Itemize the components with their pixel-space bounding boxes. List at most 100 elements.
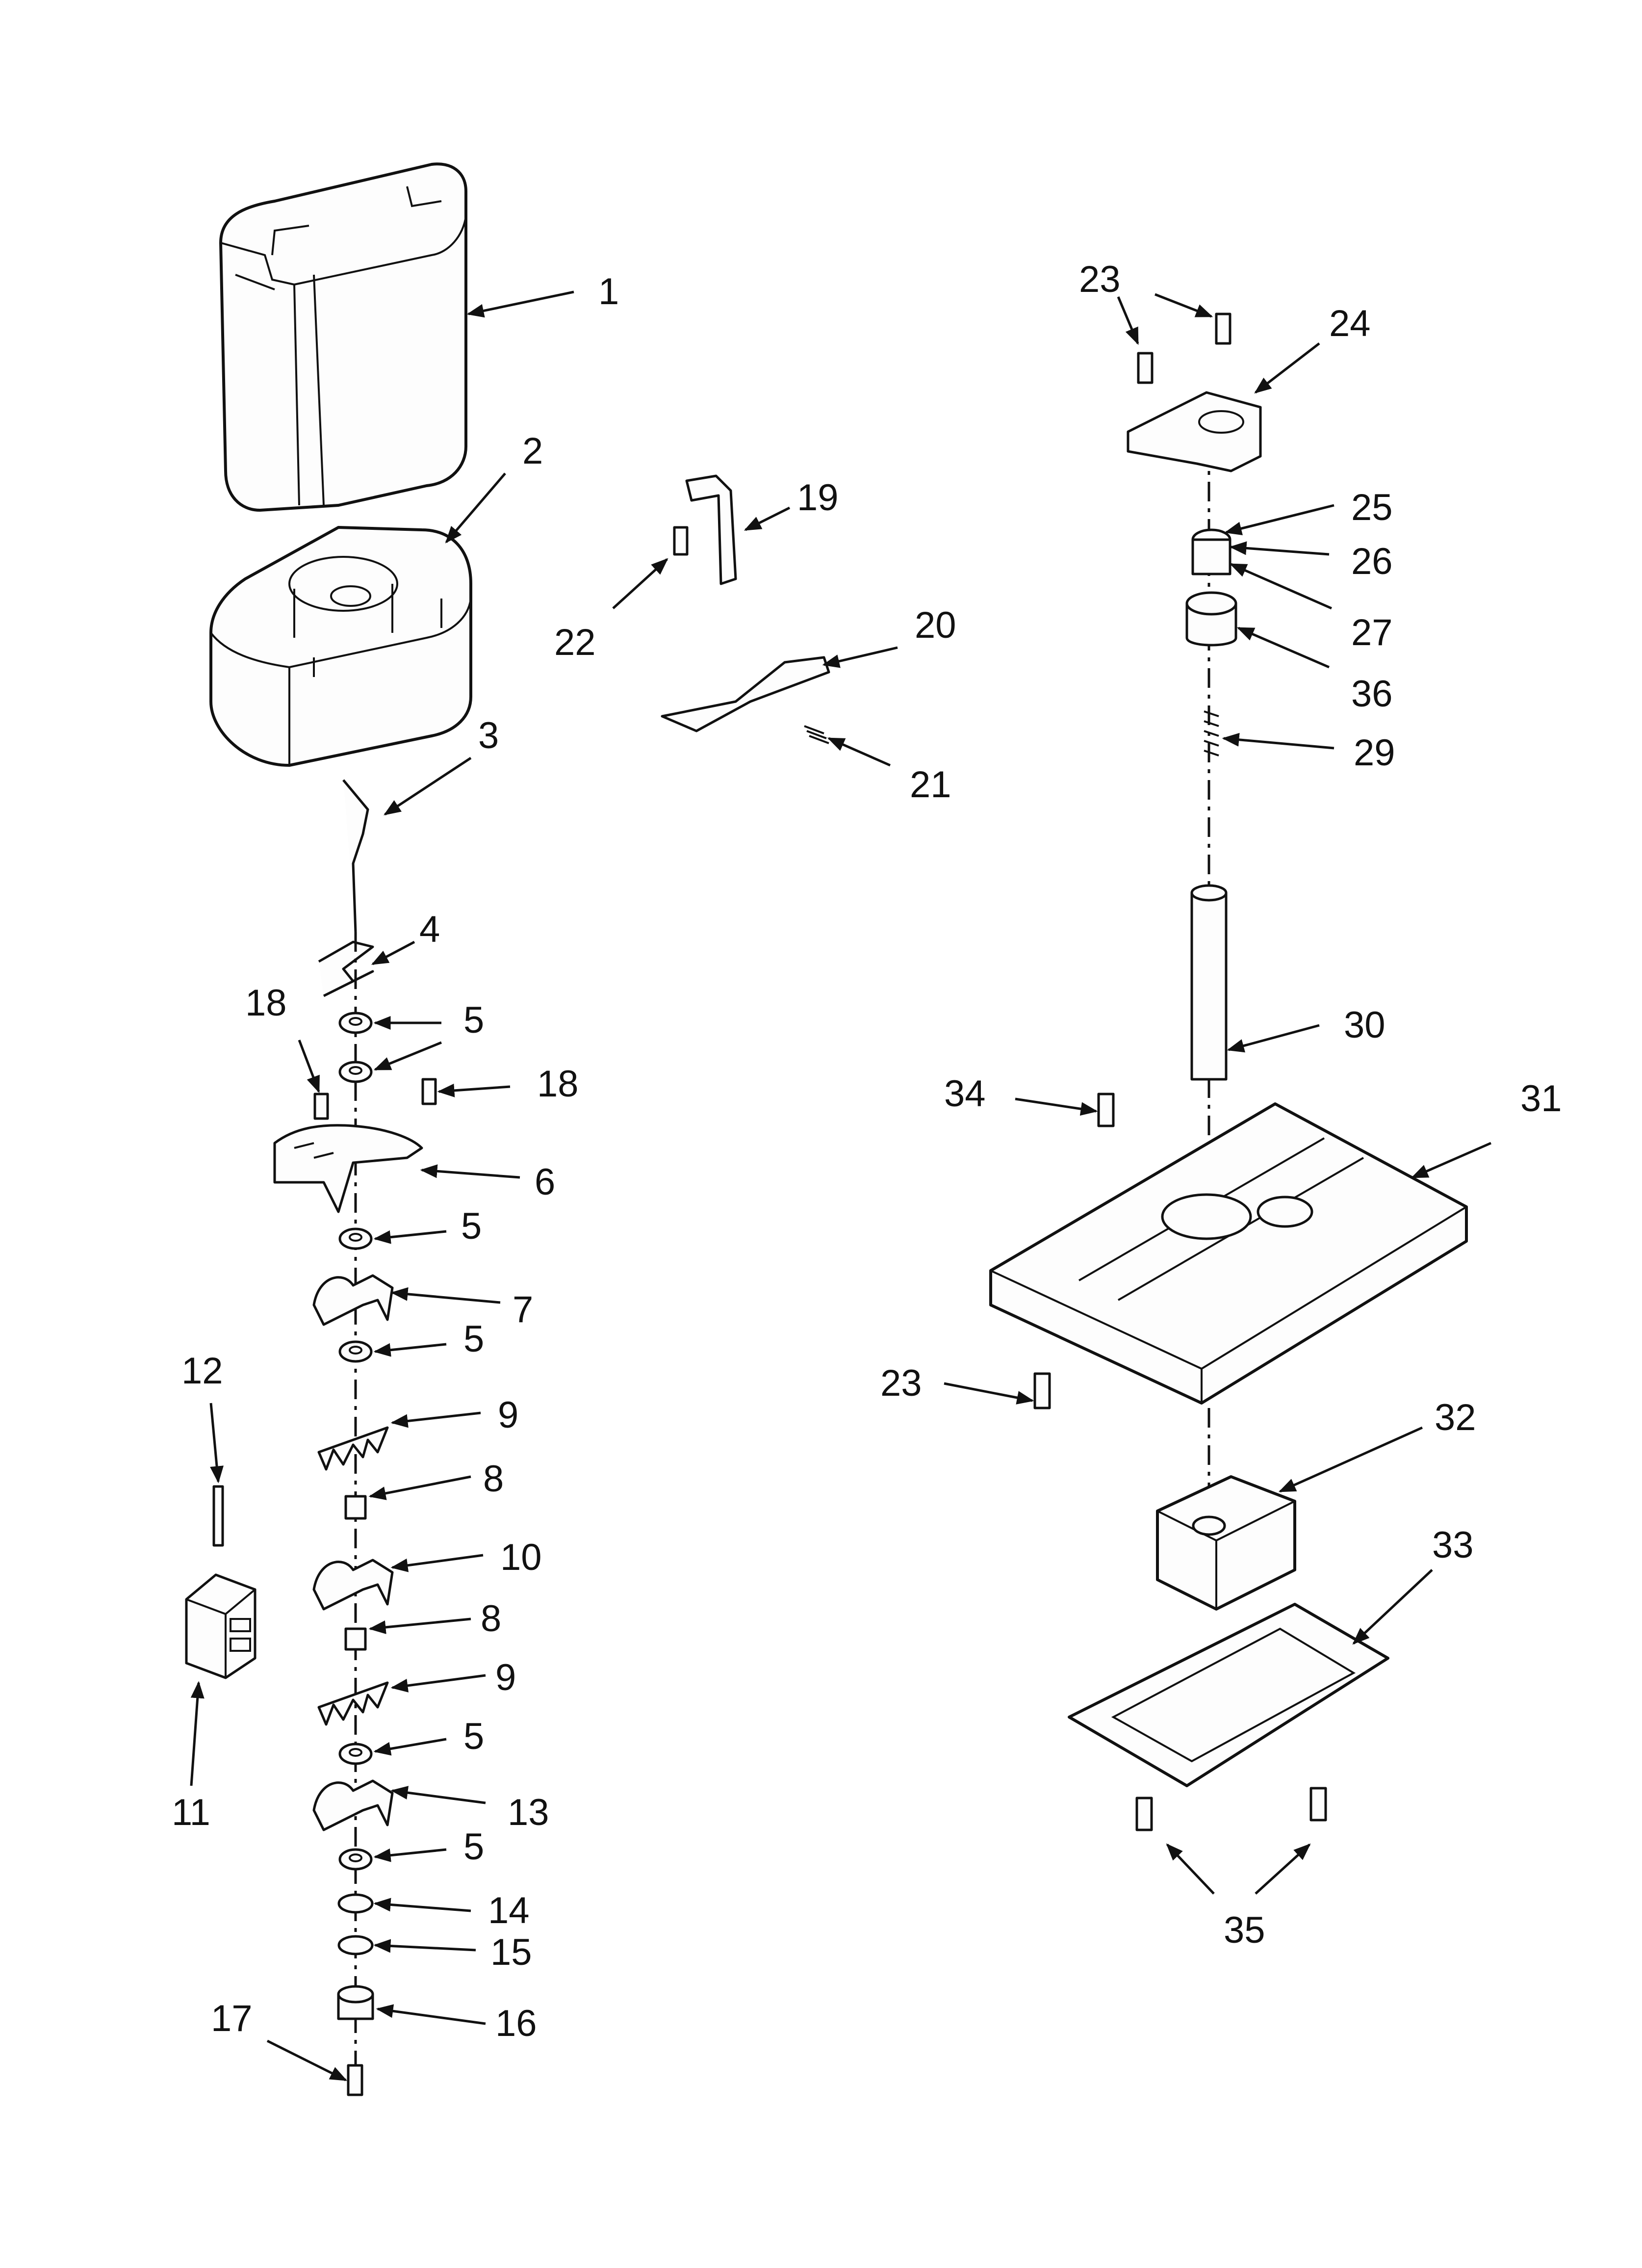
leader-5f [373, 1848, 447, 1862]
callout-23a: 23 [1079, 259, 1121, 300]
callout-4: 4 [419, 909, 440, 950]
part-11-block [185, 1573, 257, 1679]
callout-8b: 8 [481, 1598, 501, 1640]
callout-36: 36 [1351, 673, 1393, 715]
leader-5c [373, 1230, 447, 1244]
callout-17: 17 [211, 1998, 253, 2039]
callout-5e: 5 [463, 1716, 484, 1757]
leader-32 [1278, 1426, 1423, 1493]
leader-5b [373, 1041, 442, 1071]
leader-21 [827, 737, 891, 767]
callout-22: 22 [554, 622, 596, 663]
part-22-screw [673, 526, 689, 556]
callout-5a: 5 [463, 999, 484, 1041]
part-6-slots [294, 1142, 334, 1159]
callout-34: 34 [944, 1073, 986, 1115]
leader-9b [390, 1674, 486, 1693]
leader-11 [190, 1681, 205, 1786]
leader-12 [209, 1403, 224, 1484]
leader-5e [373, 1738, 447, 1756]
callout-9b: 9 [495, 1657, 516, 1698]
leader-34 [1015, 1097, 1098, 1116]
callout-12: 12 [181, 1350, 223, 1392]
leader-24 [1254, 342, 1320, 394]
callout-3: 3 [478, 715, 499, 756]
callout-15: 15 [490, 1931, 532, 1973]
leader-35a [1166, 1843, 1215, 1895]
part-19-bracket [685, 474, 737, 585]
leader-4 [371, 940, 415, 965]
part-29-spring [1204, 710, 1219, 756]
callout-35: 35 [1224, 1909, 1265, 1951]
leader-1 [466, 290, 574, 318]
part-24-bracket [1127, 391, 1262, 472]
leader-36 [1236, 626, 1330, 669]
leader-17 [266, 2039, 348, 2082]
leader-7 [390, 1287, 501, 1304]
leader-10 [390, 1554, 484, 1572]
callout-10: 10 [500, 1537, 542, 1578]
callout-25: 25 [1351, 487, 1393, 528]
part-6-plate [273, 1124, 423, 1213]
leader-6 [420, 1164, 520, 1179]
leader-29 [1222, 732, 1334, 750]
callout-20: 20 [915, 604, 956, 646]
leader-5d [373, 1343, 447, 1357]
callout-9a: 9 [498, 1394, 518, 1436]
part-23-screw-lower [1033, 1372, 1051, 1409]
part-2-housing [209, 526, 472, 767]
callout-5d: 5 [463, 1318, 484, 1360]
leader-33 [1352, 1569, 1433, 1645]
callout-29: 29 [1354, 732, 1395, 774]
leader-35b [1255, 1843, 1311, 1895]
callout-30: 30 [1344, 1004, 1385, 1046]
callout-7: 7 [513, 1289, 533, 1330]
leader-26 [1229, 541, 1330, 556]
ice-cutters [312, 1274, 394, 1831]
callout-21: 21 [910, 764, 951, 806]
part-1-bin-cover [219, 162, 467, 512]
callout-5f: 5 [463, 1826, 484, 1868]
callout-2: 2 [522, 430, 543, 472]
leader-19 [744, 506, 791, 531]
callout-1: 1 [598, 271, 619, 313]
leader-23a [1117, 296, 1139, 345]
washers-5 [338, 1012, 373, 1871]
part-32-motor [1156, 1475, 1296, 1611]
callout-13: 13 [508, 1792, 549, 1833]
part-21-spring [804, 725, 829, 744]
callout-32: 32 [1435, 1397, 1476, 1438]
leader-27 [1229, 563, 1333, 610]
screws-23-top [1137, 313, 1232, 384]
callout-8a: 8 [483, 1458, 504, 1500]
callout-11: 11 [172, 1792, 210, 1833]
leader-9a [390, 1411, 481, 1428]
leader-18b [437, 1083, 511, 1097]
callout-26: 26 [1351, 541, 1393, 582]
leader-23b [1155, 293, 1213, 318]
leader-13 [390, 1786, 486, 1804]
callout-19: 19 [797, 477, 839, 519]
callout-27: 27 [1351, 612, 1393, 653]
screws-18 [313, 1078, 437, 1120]
screws-35 [1135, 1787, 1327, 1831]
callout-16: 16 [495, 2003, 537, 2044]
lower-stack-parts [337, 1893, 374, 2096]
leader-31 [1411, 1142, 1492, 1179]
callout-18b: 18 [537, 1063, 579, 1105]
part-36-sleeve [1185, 591, 1237, 647]
leader-8b [368, 1617, 471, 1634]
part-3-wire [342, 779, 369, 933]
parts-25-26-27-bushing [1191, 528, 1232, 575]
part-33-cover-plate [1068, 1603, 1389, 1787]
callout-5c: 5 [461, 1205, 482, 1247]
part-34-screw [1097, 1093, 1115, 1127]
callout-24: 24 [1329, 303, 1371, 344]
leader-2 [445, 472, 506, 544]
leader-22 [612, 558, 668, 609]
callout-6: 6 [535, 1161, 555, 1203]
callout-14: 14 [488, 1890, 530, 1931]
leader-23c [944, 1382, 1034, 1405]
